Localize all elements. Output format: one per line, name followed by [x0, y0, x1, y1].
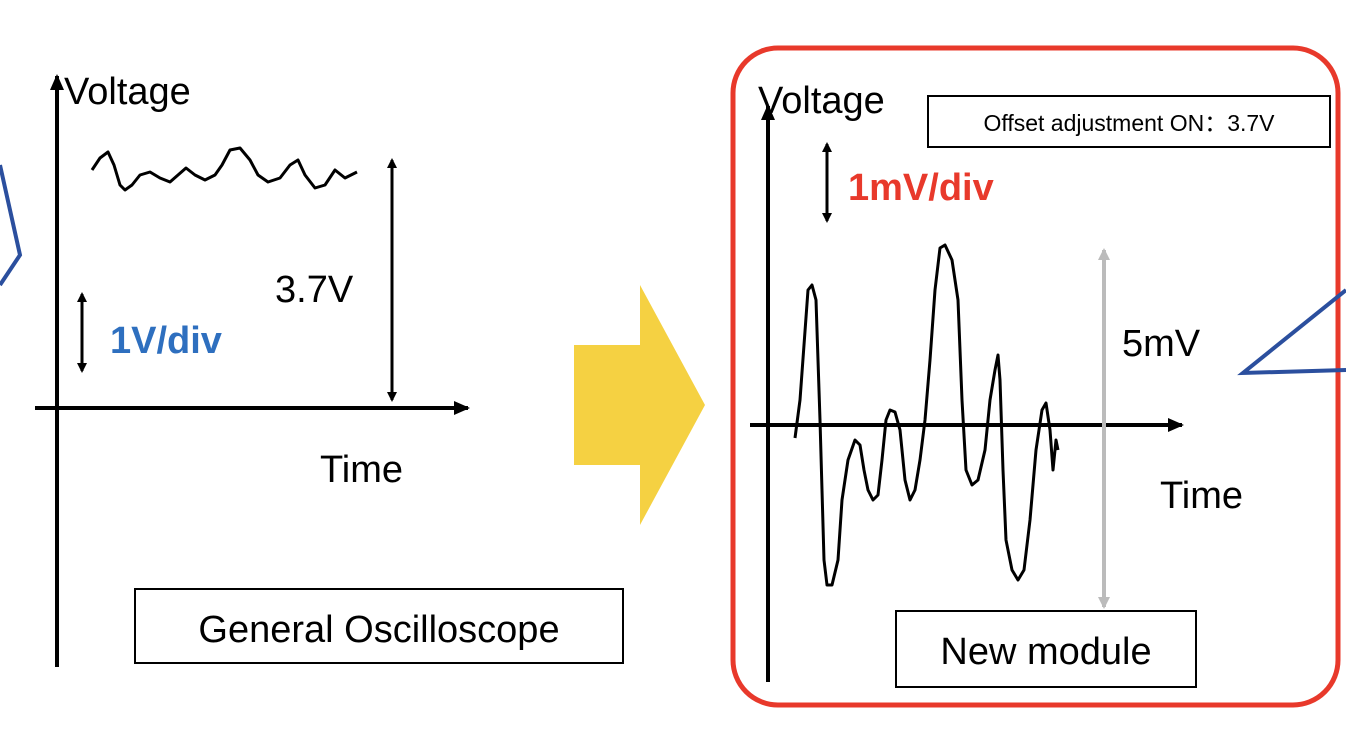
left-panel: Voltage Time 3.7V 1V/div General Oscillo… — [35, 71, 624, 667]
transition-arrow — [574, 285, 705, 525]
offset-note: Offset adjustment ON：3.7V — [983, 110, 1275, 136]
amplitude-label: 5mV — [1122, 323, 1201, 365]
offset-note-box — [927, 95, 1331, 148]
left-noise-waveform — [90, 146, 358, 192]
caption-new-module: New module — [940, 631, 1151, 673]
caption-general-oscilloscope: General Oscilloscope — [198, 609, 559, 651]
highlight-frame — [730, 45, 1341, 708]
left-callout-shape — [0, 164, 23, 287]
right-y-axis-label: Voltage — [758, 80, 885, 122]
scale-label: 1V/div — [110, 320, 222, 362]
new-module-caption-box — [895, 610, 1197, 688]
caption-box — [134, 588, 624, 664]
left-y-axis-label: Voltage — [64, 71, 191, 113]
offset-label: 3.7V — [275, 269, 354, 311]
amplified-waveform — [793, 243, 1060, 587]
left-x-axis-label: Time — [320, 449, 403, 491]
right-x-axis-label: Time — [1160, 475, 1243, 517]
right-panel: Voltage Offset adjustment ON：3.7V 1mV/di… — [730, 45, 1341, 708]
fine-scale-label: 1mV/div — [848, 167, 994, 209]
right-callout-shape — [1237, 288, 1346, 376]
